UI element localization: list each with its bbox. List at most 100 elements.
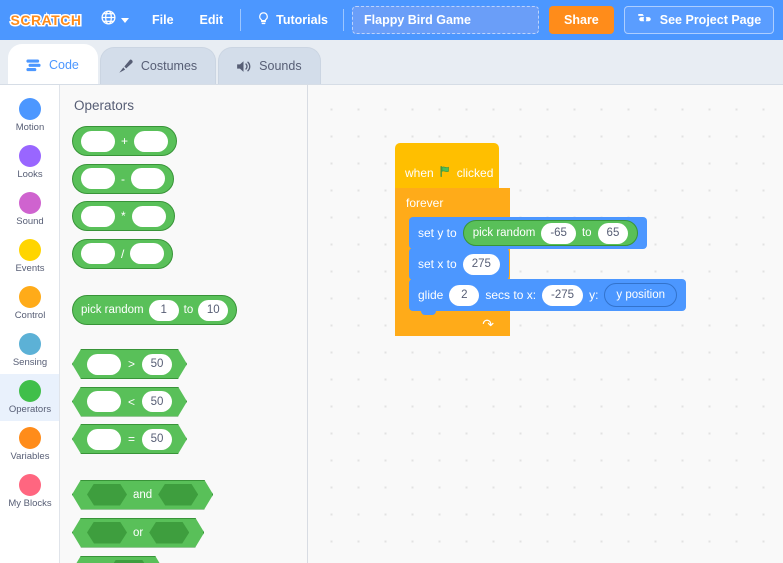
- globe-icon: [100, 9, 117, 31]
- operand-right-input[interactable]: 50: [142, 354, 172, 375]
- operand-left-slot[interactable]: [87, 354, 121, 375]
- block-not[interactable]: not: [72, 556, 164, 563]
- boolean-left-slot[interactable]: [87, 522, 127, 544]
- and-label: and: [133, 488, 153, 501]
- block-less-than[interactable]: < 50: [72, 387, 187, 417]
- category-color-dot: [19, 286, 41, 308]
- palette-row: +: [72, 126, 307, 157]
- block-operator-divide[interactable]: /: [72, 238, 174, 269]
- pick-random-min-input[interactable]: -65: [541, 222, 576, 244]
- block-set-x-to[interactable]: set x to 275: [409, 248, 509, 284]
- glide-x-input[interactable]: -275: [542, 284, 584, 306]
- language-menu[interactable]: [90, 0, 139, 40]
- scratch-logo[interactable]: SCRATCH: [8, 7, 84, 33]
- tab-code[interactable]: Code: [8, 44, 98, 84]
- share-button[interactable]: Share: [549, 6, 614, 34]
- block-operator-add[interactable]: +: [72, 126, 178, 156]
- tutorials-button[interactable]: Tutorials: [245, 0, 339, 40]
- category-sidebar: Motion Looks Sound Events Control Sensin…: [0, 85, 60, 563]
- see-project-page-label: See Project Page: [659, 13, 762, 27]
- category-color-dot: [19, 380, 41, 402]
- block-pick-random-reporter[interactable]: pick random -65 to 65: [462, 220, 639, 246]
- or-label: or: [133, 526, 144, 539]
- glide-secs-label: secs to x:: [485, 288, 537, 302]
- project-title-input[interactable]: Flappy Bird Game: [352, 6, 540, 34]
- set-x-label: set x to: [418, 257, 457, 271]
- menu-item-file[interactable]: File: [152, 13, 174, 27]
- pick-random-to-label: to: [581, 227, 592, 239]
- category-variables[interactable]: Variables: [0, 421, 59, 468]
- operand-left-slot[interactable]: [81, 243, 115, 264]
- block-operator-subtract[interactable]: -: [72, 163, 174, 194]
- block-forever[interactable]: forever set y to pick random -65 to 65: [395, 188, 687, 336]
- block-palette[interactable]: Operators + - * /: [60, 85, 308, 563]
- category-color-dot: [19, 333, 41, 355]
- green-flag-icon: [439, 165, 452, 181]
- block-operator-multiply[interactable]: *: [72, 201, 175, 231]
- tab-sounds[interactable]: Sounds: [218, 47, 321, 84]
- operand-left-slot[interactable]: [81, 168, 115, 189]
- operand-right-slot[interactable]: [130, 243, 165, 264]
- boolean-slot[interactable]: [109, 560, 149, 563]
- palette-row: /: [72, 238, 307, 270]
- forever-foot: ↷: [395, 314, 510, 336]
- block-glide-to-xy[interactable]: glide 2 secs to x: -275 y: y position: [409, 279, 687, 315]
- block-and[interactable]: and: [72, 480, 213, 510]
- boolean-right-slot[interactable]: [149, 522, 189, 544]
- block-when-flag-clicked[interactable]: when clicked: [395, 143, 499, 188]
- pick-random-label: pick random: [81, 304, 144, 316]
- block-equals[interactable]: = 50: [72, 424, 187, 454]
- boolean-left-slot[interactable]: [87, 484, 127, 506]
- category-my-blocks[interactable]: My Blocks: [0, 468, 59, 515]
- block-y-position-reporter[interactable]: y position: [604, 283, 678, 307]
- glide-secs-input[interactable]: 2: [449, 284, 480, 306]
- category-looks[interactable]: Looks: [0, 139, 59, 186]
- pick-random-max-input[interactable]: 65: [597, 222, 629, 244]
- set-x-value-input[interactable]: 275: [462, 253, 500, 275]
- category-label: Variables: [10, 451, 50, 462]
- code-icon: [25, 56, 42, 73]
- category-sensing[interactable]: Sensing: [0, 327, 59, 374]
- chevron-down-icon: [121, 17, 129, 23]
- tab-costumes[interactable]: Costumes: [99, 47, 217, 84]
- palette-row: -: [72, 163, 307, 195]
- operand-left-slot[interactable]: [81, 205, 115, 227]
- operand-right-slot[interactable]: [131, 205, 166, 227]
- palette-row: not: [72, 556, 307, 563]
- block-pick-random[interactable]: pick random 1 to 10: [72, 295, 238, 325]
- palette-row: *: [72, 201, 307, 232]
- category-label: Sensing: [12, 357, 48, 368]
- category-label: My Blocks: [8, 498, 52, 509]
- palette-row: > 50: [72, 349, 307, 380]
- block-greater-than[interactable]: > 50: [72, 349, 187, 379]
- operand-right-slot[interactable]: [131, 168, 165, 189]
- operand-right-input[interactable]: 50: [142, 429, 172, 450]
- menu-bar: SCRATCH File Edit Tutorials Flappy Bird …: [0, 0, 783, 40]
- glide-y-label: y:: [589, 288, 599, 302]
- category-operators[interactable]: Operators: [0, 374, 59, 421]
- category-events[interactable]: Events: [0, 233, 59, 280]
- category-color-dot: [19, 427, 41, 449]
- forever-body: set y to pick random -65 to 65 set x to …: [409, 217, 687, 315]
- operand-left-slot[interactable]: [81, 130, 115, 152]
- see-project-page-button[interactable]: See Project Page: [623, 6, 775, 34]
- operand-right-input[interactable]: 50: [142, 391, 172, 412]
- menu-item-edit[interactable]: Edit: [199, 13, 224, 27]
- pick-random-min-input[interactable]: 1: [148, 299, 179, 321]
- block-or[interactable]: or: [72, 518, 204, 548]
- tutorials-label: Tutorials: [276, 13, 329, 27]
- category-control[interactable]: Control: [0, 280, 59, 327]
- pick-random-max-input[interactable]: 10: [198, 299, 229, 321]
- operand-left-slot[interactable]: [87, 429, 121, 450]
- boolean-right-slot[interactable]: [158, 484, 198, 506]
- category-color-dot: [19, 192, 41, 214]
- category-sound[interactable]: Sound: [0, 186, 59, 233]
- tab-bar: Code Costumes Sounds: [0, 40, 783, 85]
- category-motion[interactable]: Motion: [0, 92, 59, 139]
- category-color-dot: [19, 98, 41, 120]
- code-workspace[interactable]: when clicked forever set y to: [308, 85, 783, 563]
- block-set-y-to[interactable]: set y to pick random -65 to 65: [409, 217, 648, 253]
- operand-right-slot[interactable]: [134, 130, 169, 152]
- operand-left-slot[interactable]: [87, 391, 121, 412]
- editor-body: Motion Looks Sound Events Control Sensin…: [0, 85, 783, 563]
